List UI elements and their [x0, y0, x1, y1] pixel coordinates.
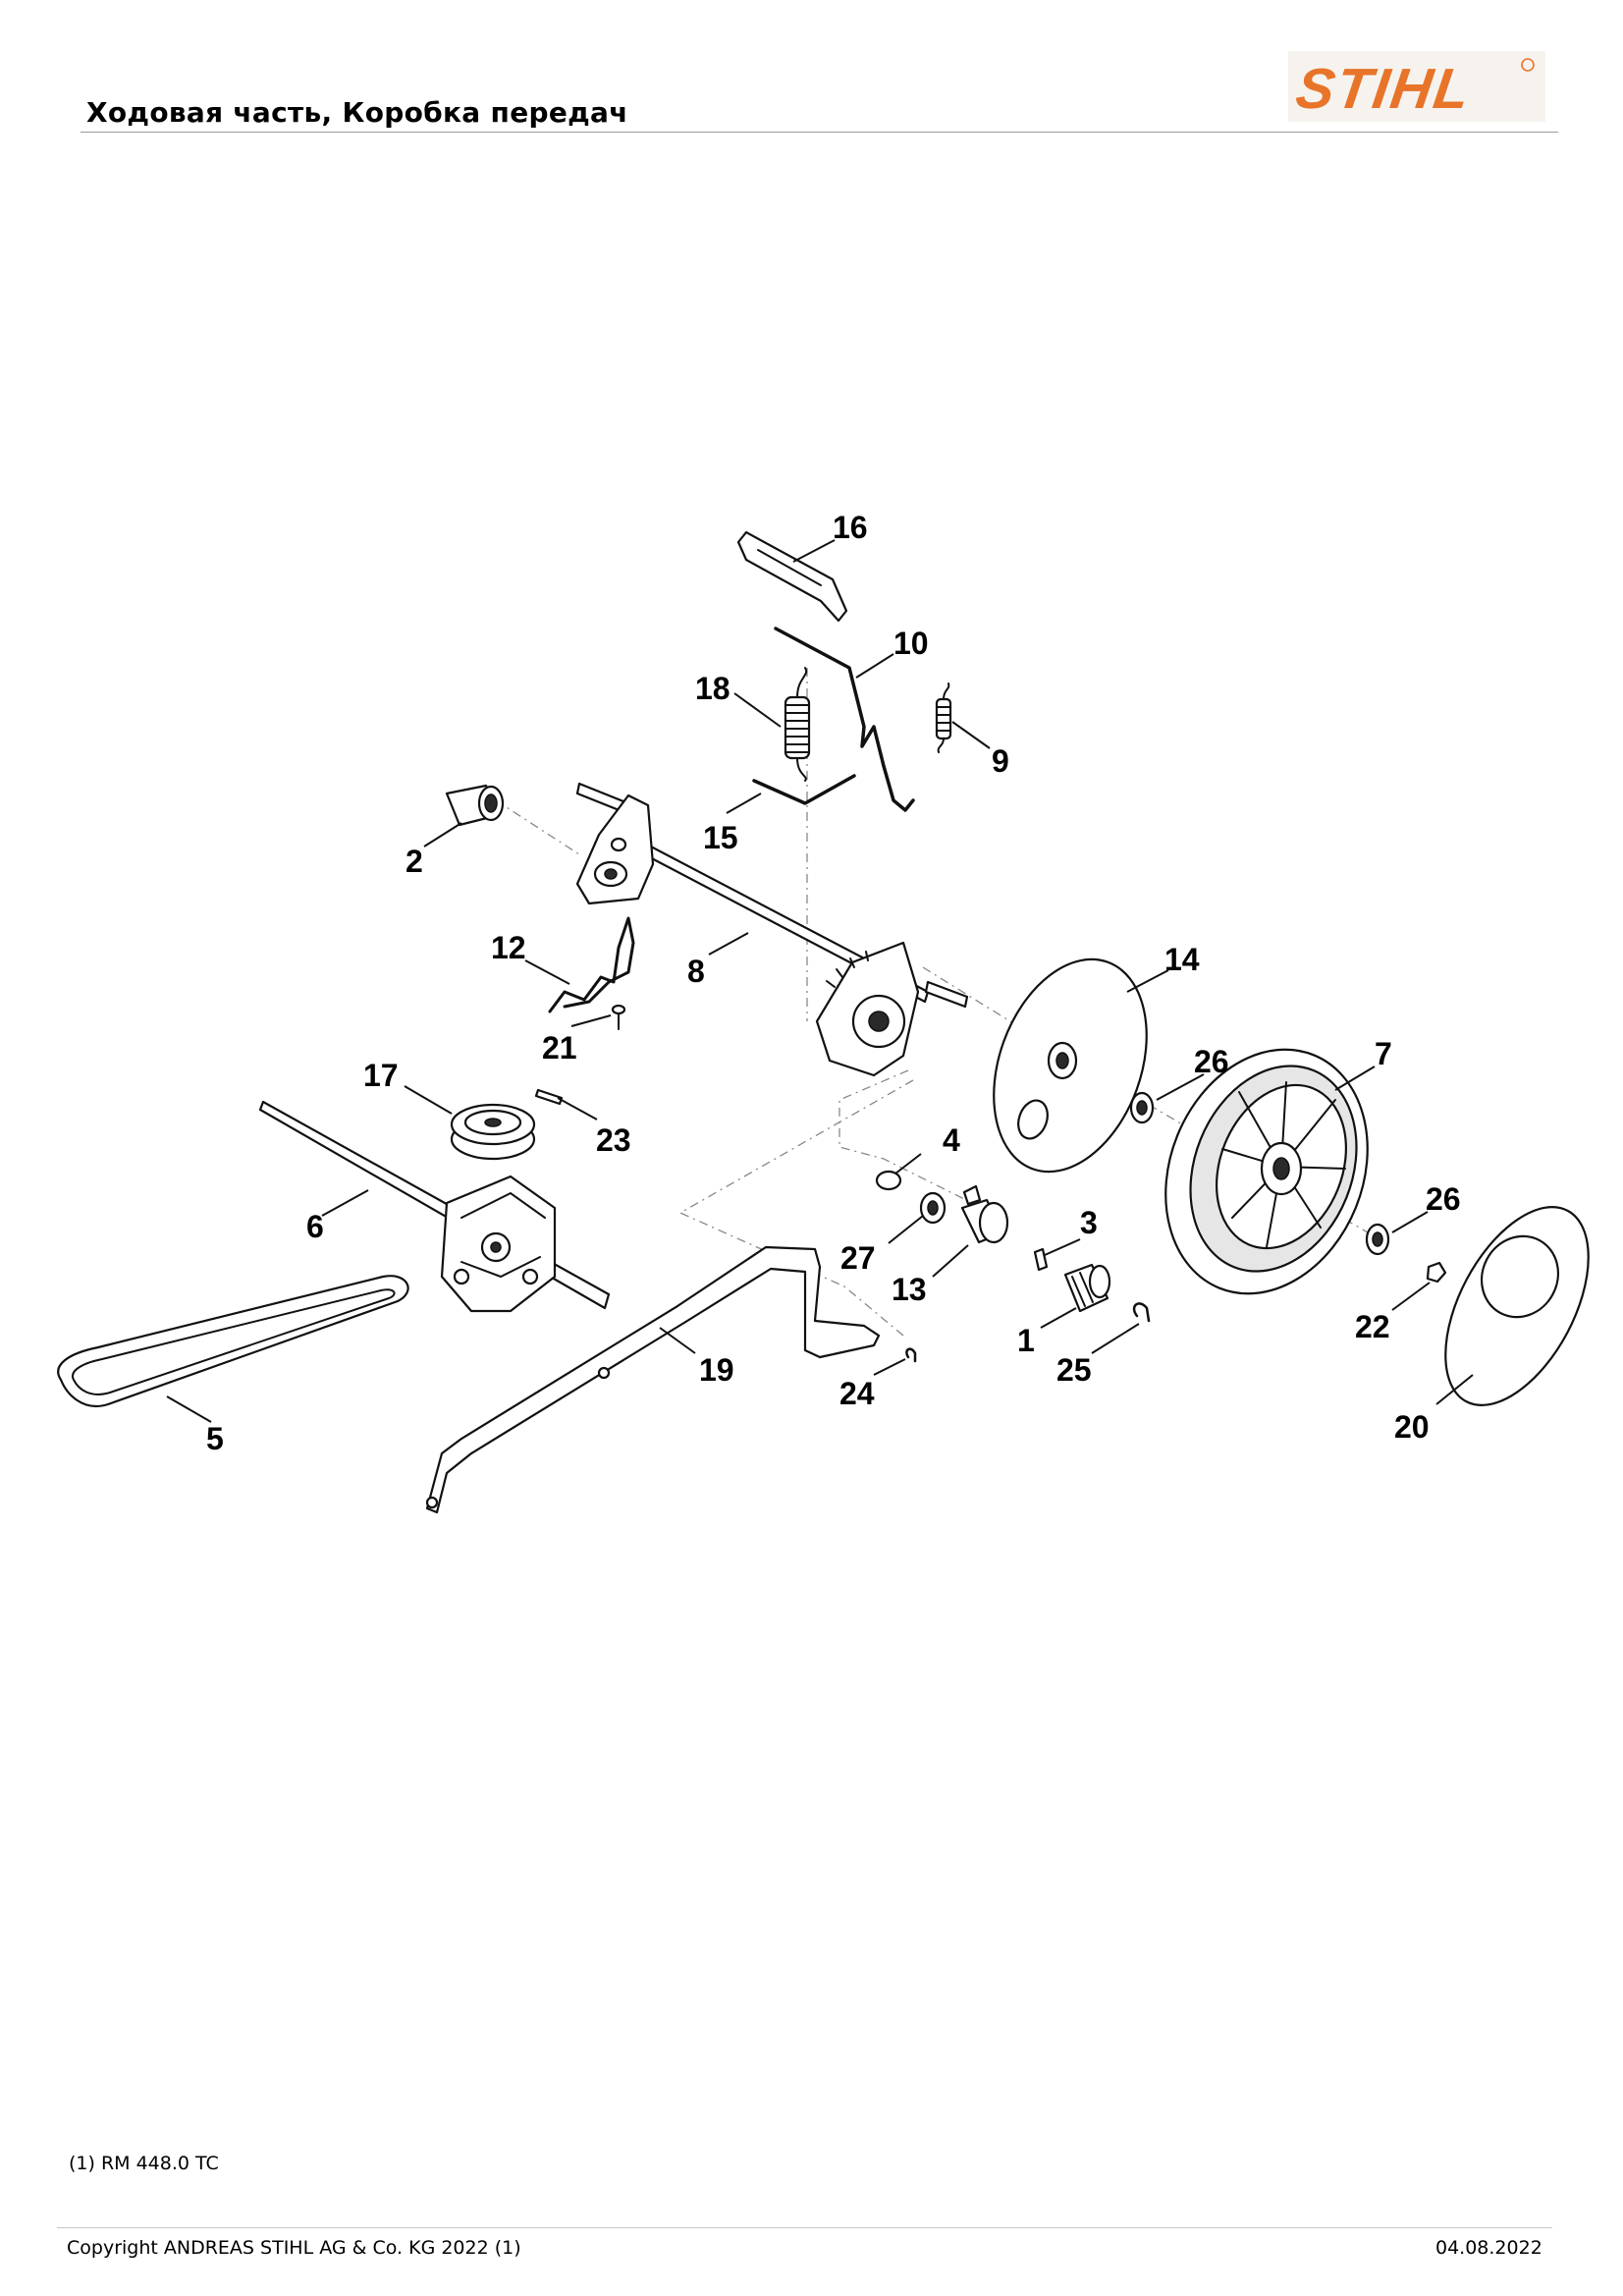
callout-1: 1	[1017, 1323, 1035, 1358]
callout-9: 9	[992, 743, 1009, 779]
part-16-lever	[736, 530, 848, 623]
part-21-screw	[611, 1004, 626, 1030]
callout-27: 27	[840, 1240, 876, 1276]
callout-13: 13	[892, 1272, 927, 1307]
part-6-shaft	[258, 1100, 611, 1310]
callout-24: 24	[839, 1376, 875, 1411]
callout-5: 5	[206, 1421, 224, 1456]
callout-18: 18	[695, 671, 730, 706]
leader-lines	[166, 539, 1474, 1423]
part-7-wheel	[1164, 1048, 1369, 1295]
callout-17: 17	[363, 1058, 399, 1093]
callout-labels: 16 10 18 9 15 2 12 8 14 21 26 7 17 23 4 …	[206, 510, 1461, 1456]
part-2-sleeve	[445, 784, 505, 827]
callout-10: 10	[893, 626, 929, 661]
callout-26-right: 26	[1426, 1181, 1461, 1217]
header-rule	[81, 132, 1558, 133]
part-17-pulley	[450, 1103, 536, 1161]
callout-21: 21	[542, 1030, 577, 1066]
callout-8: 8	[687, 954, 705, 989]
part-14-disk	[993, 957, 1148, 1174]
callout-15: 15	[703, 820, 738, 855]
part-24-clip	[905, 1347, 917, 1363]
stihl-logo: STIHL	[1288, 51, 1545, 122]
callout-23: 23	[596, 1122, 631, 1158]
callout-19: 19	[699, 1352, 734, 1388]
callout-25: 25	[1056, 1352, 1092, 1388]
part-10-wire	[774, 627, 915, 812]
callout-3: 3	[1080, 1205, 1098, 1240]
footer-rule	[57, 2227, 1552, 2228]
callout-4: 4	[943, 1122, 960, 1158]
callout-20: 20	[1394, 1409, 1430, 1445]
print-date: 04.08.2022	[1435, 2237, 1542, 2259]
page-title: Ходовая часть, Коробка передач	[86, 96, 628, 129]
callout-2: 2	[406, 844, 423, 879]
part-27-bearing	[919, 1191, 947, 1225]
part-3-key	[1033, 1247, 1049, 1272]
part-25-circlip	[1132, 1302, 1151, 1323]
callout-7: 7	[1375, 1036, 1392, 1071]
part-13-sleeve	[960, 1184, 1009, 1244]
part-5-belt	[57, 1275, 409, 1407]
copyright-text: Copyright ANDREAS STIHL AG & Co. KG 2022…	[67, 2237, 521, 2259]
part-1-pinion	[1063, 1263, 1111, 1313]
part-20-cover	[1444, 1206, 1590, 1406]
callout-22: 22	[1355, 1309, 1390, 1344]
part-15-rod	[752, 774, 856, 805]
part-4-washer	[875, 1170, 902, 1191]
callout-12: 12	[491, 930, 526, 965]
callout-6: 6	[306, 1209, 324, 1244]
callout-16: 16	[833, 510, 868, 545]
part-22-nut	[1426, 1261, 1447, 1284]
brand-wordmark: STIHL	[1292, 57, 1476, 121]
part-26-bearing-left	[1129, 1091, 1155, 1124]
callout-26-left: 26	[1194, 1044, 1229, 1079]
part-12-clip	[548, 916, 635, 1013]
part-26-bearing-right	[1365, 1223, 1390, 1256]
callout-14: 14	[1164, 942, 1200, 977]
part-19-lever	[425, 1245, 881, 1514]
part-9-spring	[935, 683, 952, 753]
part-8-axle	[575, 782, 969, 1077]
model-note: (1) RM 448.0 TC	[69, 2153, 219, 2174]
gearbox	[440, 1175, 557, 1313]
part-18-spring	[784, 667, 811, 782]
part-23-pin	[534, 1088, 564, 1106]
